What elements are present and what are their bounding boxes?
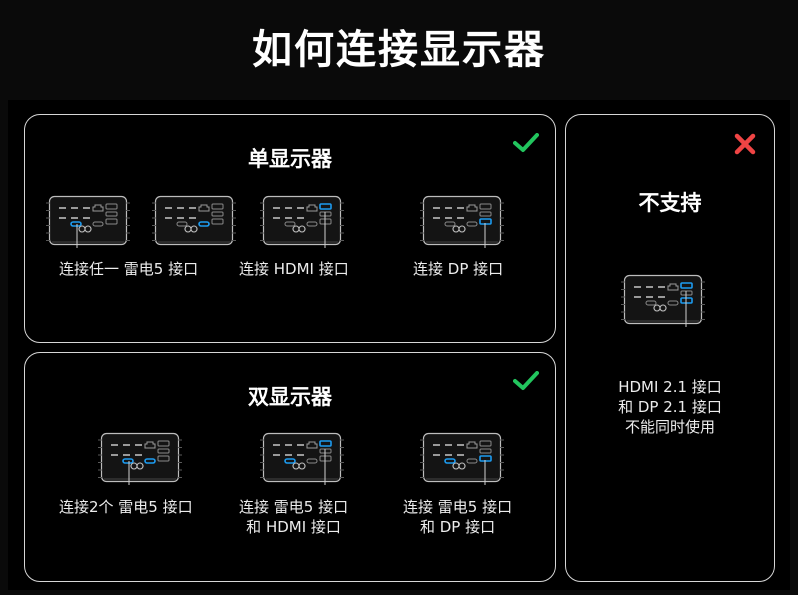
mini-pc-device <box>620 273 706 331</box>
dual-monitor-panel: 双显示器 <box>24 352 556 582</box>
dual-monitor-title: 双显示器 <box>248 385 332 409</box>
mini-pc-device <box>97 431 183 489</box>
mini-pc-illustration <box>260 195 344 252</box>
unsupported-title: 不支持 <box>638 191 702 215</box>
mini-pc-illustration <box>420 195 504 252</box>
check-icon <box>513 133 539 152</box>
mini-pc-device <box>259 431 345 489</box>
caption-line: 不能同时使用 <box>624 418 715 436</box>
caption-line: 和 DP 2.1 接口 <box>618 398 722 416</box>
mini-pc-illustration <box>260 432 344 489</box>
mini-pc-illustration <box>152 195 236 246</box>
diagram-area: 单显示器 <box>8 100 790 590</box>
mini-pc-device <box>419 194 505 252</box>
unsupported-caption: HDMI 2.1 接口 和 DP 2.1 接口 不能同时使用 <box>566 377 774 437</box>
caption-line: 和 DP 接口 <box>419 518 496 536</box>
caption-line: 和 HDMI 接口 <box>246 518 341 536</box>
check-icon <box>513 371 539 390</box>
cross-icon <box>734 133 756 155</box>
caption-thunderbolt-dp: 连接 雷电5 接口 和 DP 接口 <box>403 497 512 537</box>
caption-thunderbolt-hdmi: 连接 雷电5 接口 和 HDMI 接口 <box>239 497 348 537</box>
mini-pc-illustration <box>420 432 504 489</box>
mini-pc-illustration <box>98 432 182 489</box>
page-title: 如何连接显示器 <box>252 27 546 73</box>
caption-line: 连接 雷电5 接口 <box>239 498 349 516</box>
mini-pc-illustration <box>46 195 130 252</box>
mini-pc-device <box>419 431 505 489</box>
caption-dp: 连接 DP 接口 <box>413 260 504 278</box>
caption-thunderbolt-any: 连接任一 雷电5 接口 <box>59 260 199 278</box>
caption-line: HDMI 2.1 接口 <box>618 378 722 396</box>
caption-hdmi: 连接 HDMI 接口 <box>239 260 349 278</box>
single-monitor-panel: 单显示器 <box>24 114 556 343</box>
mini-pc-device <box>45 194 131 252</box>
mini-pc-device <box>151 194 237 252</box>
mini-pc-device <box>259 194 345 252</box>
unsupported-panel: 不支持 HDMI 2.1 接口 和 DP 2.1 接口 不能同时使用 <box>565 114 775 582</box>
single-monitor-title: 单显示器 <box>248 147 332 171</box>
caption-line: 连接 雷电5 接口 <box>403 498 513 516</box>
caption-two-thunderbolt: 连接2个 雷电5 接口 <box>59 498 193 516</box>
mini-pc-illustration <box>621 274 705 331</box>
